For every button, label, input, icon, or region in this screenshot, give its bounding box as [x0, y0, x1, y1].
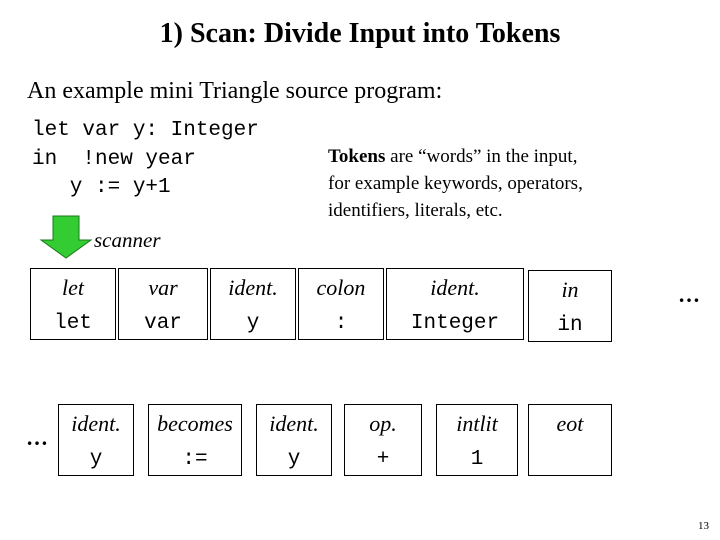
subtitle: An example mini Triangle source program: — [27, 78, 443, 104]
token-kind: in — [561, 277, 579, 302]
token-box: let let — [30, 268, 116, 340]
slide-title: 1) Scan: Divide Input into Tokens — [159, 18, 561, 49]
token-kind: let — [62, 275, 84, 300]
token-spelling: := — [182, 448, 208, 471]
scanner-label: scanner — [94, 228, 161, 252]
token-spelling: 1 — [470, 448, 484, 471]
token-box: op. + — [344, 404, 422, 476]
scanner-arrow-icon — [39, 215, 93, 259]
token-spelling: let — [54, 312, 92, 335]
code-line-1: let var y: Integer — [32, 119, 259, 142]
token-kind: op. — [369, 411, 397, 436]
token-kind: ident. — [269, 411, 319, 436]
token-box: becomes := — [148, 404, 242, 476]
token-spelling: var — [144, 312, 182, 335]
token-kind: ident. — [71, 411, 121, 436]
note-line-1: Tokens are “words” in the input, — [328, 143, 577, 170]
token-kind: intlit — [456, 411, 498, 436]
token-box: eot — [528, 404, 612, 476]
token-spelling: Integer — [410, 312, 500, 335]
token-box: in in — [528, 270, 612, 342]
token-box: intlit 1 — [436, 404, 518, 476]
token-kind: var — [148, 275, 178, 300]
note-line-2: for example keywords, operators, — [328, 173, 583, 194]
token-box: ident. y — [256, 404, 332, 476]
ellipsis-row-2: … — [26, 425, 48, 450]
token-box: ident. y — [58, 404, 134, 476]
token-kind: ident. — [430, 275, 480, 300]
token-kind: colon — [316, 275, 366, 300]
token-spelling: : — [334, 312, 348, 335]
note-bold-word: Tokens — [328, 146, 386, 167]
token-box: var var — [118, 268, 208, 340]
code-line-3: y := y+1 — [32, 176, 171, 199]
token-spelling: + — [376, 448, 390, 471]
token-kind: ident. — [228, 275, 278, 300]
note-line-1-rest: are “words” in the input, — [385, 146, 578, 167]
token-spelling: in — [557, 314, 583, 337]
token-box: ident. y — [210, 268, 296, 340]
token-spelling: y — [89, 448, 103, 471]
token-spelling: y — [246, 312, 260, 335]
token-kind: eot — [556, 411, 584, 436]
token-box: ident. Integer — [386, 268, 524, 340]
token-kind: becomes — [157, 411, 233, 436]
token-box: colon : — [298, 268, 384, 340]
code-line-2: in !new year — [32, 148, 196, 171]
ellipsis-row-1: … — [678, 282, 700, 307]
note-line-3: identifiers, literals, etc. — [328, 200, 503, 221]
page-number: 13 — [698, 520, 709, 532]
token-spelling: y — [287, 448, 301, 471]
